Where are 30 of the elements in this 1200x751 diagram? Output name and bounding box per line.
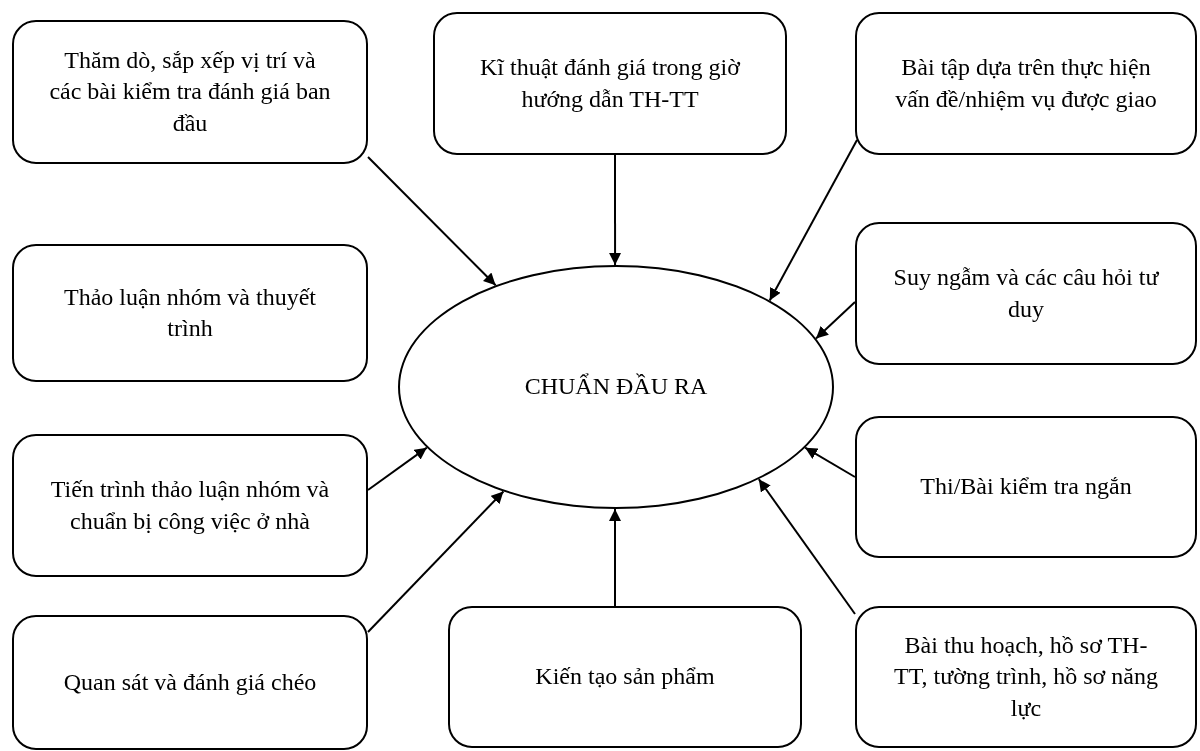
node-text: Bài tập dựa trên thực hiện vấn đề/nhiệm vụ được giao [894,53,1158,114]
node-text: Tiến trình thảo luận nhóm và chuẩn bị công việc ở nhà [49,475,331,536]
node-text: Kĩ thuật đánh giá trong giờ hướng dẫn TH-TT [479,53,742,114]
method-box [12,615,368,750]
arrow [367,490,505,633]
arrow [367,446,428,491]
method-box [855,222,1197,365]
method-box [433,12,787,155]
node-text: Thi/Bài kiểm tra ngắn [920,472,1132,502]
node-text: Bài thu hoạch, hồ sơ TH-TT, tường trình, hồ sơ năng lực [893,631,1159,723]
node-text: Quan sát và đánh giá chéo [63,667,317,697]
arrow [768,139,858,302]
method-box [12,244,368,382]
method-box [855,606,1197,748]
arrow [815,301,856,340]
node-text: Kiến tạo sản phẩm [535,662,715,692]
arrow [367,156,497,287]
arrow [804,446,856,478]
arrow [757,478,856,615]
node-text: Suy ngẫm và các câu hỏi tư duy [892,263,1160,324]
method-box [855,12,1197,155]
arrow [609,508,621,607]
node-text: CHUẨN ĐẦU RA [524,372,708,402]
method-box [12,20,368,164]
method-box [448,606,802,748]
arrow [609,154,622,266]
method-box [855,416,1197,558]
method-box [12,434,368,577]
node-text: Thảo luận nhóm và thuyết trình [63,282,317,343]
node-text: Thăm dò, sắp xếp vị trí và các bài kiểm tra đánh giá ban đầu [48,46,332,138]
